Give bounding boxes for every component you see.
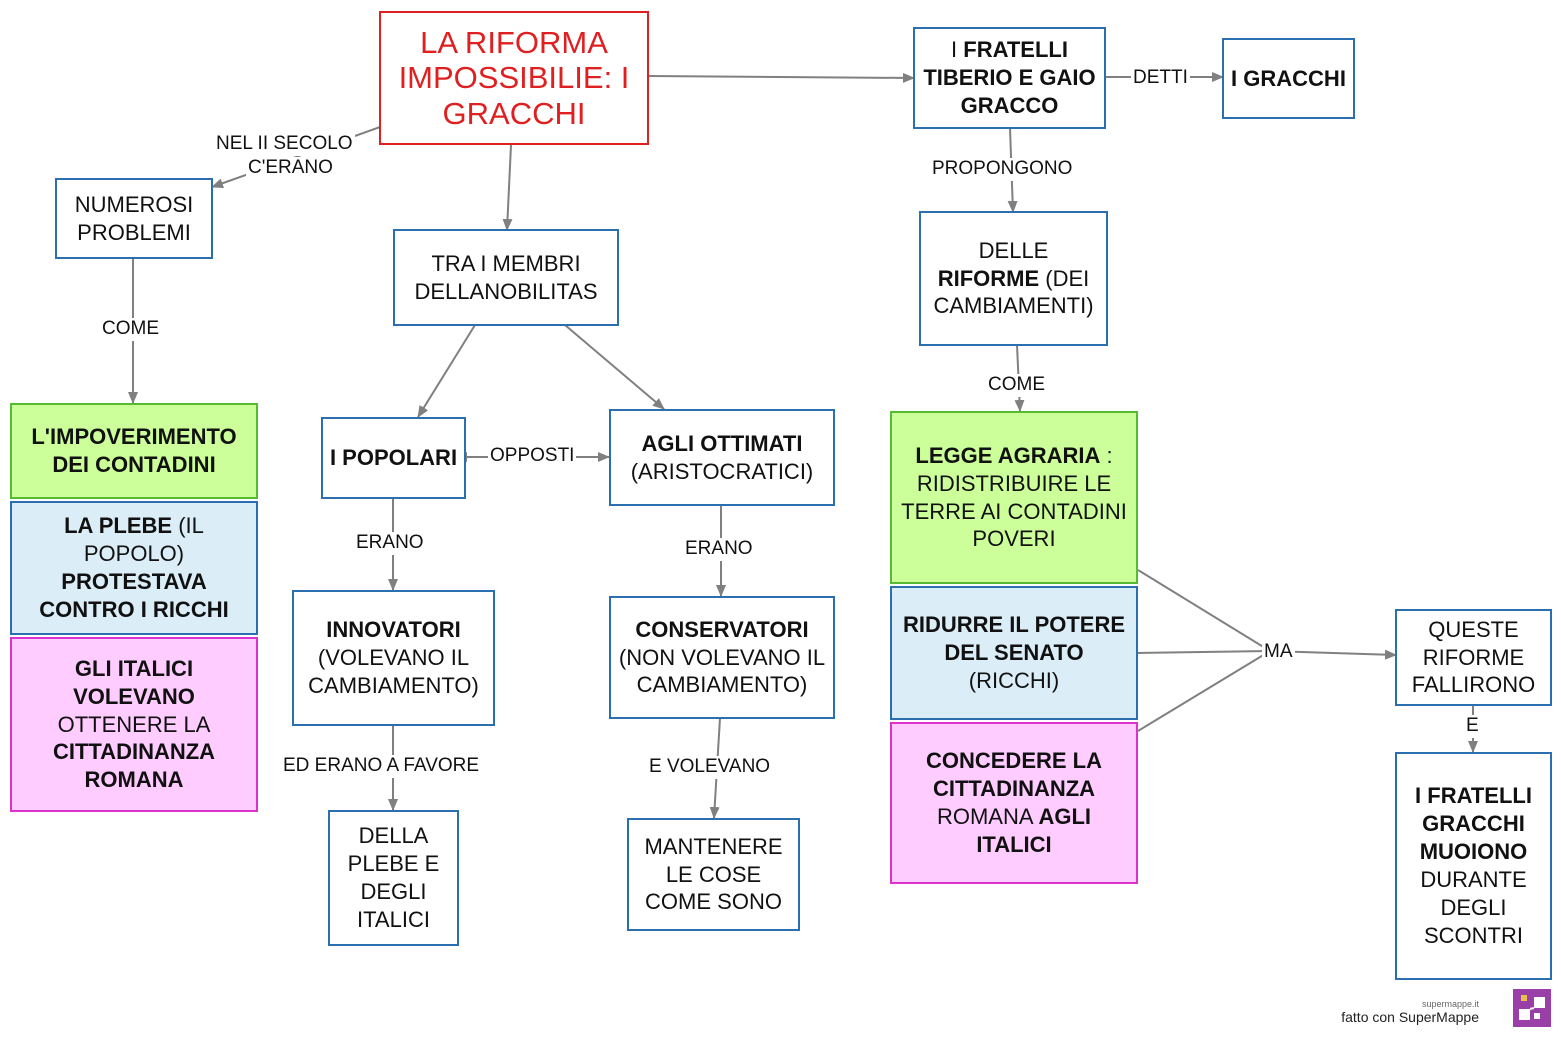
node-i-gracchi[interactable]: I GRACCHI bbox=[1222, 38, 1355, 119]
node-innovatori[interactable]: INNOVATORI (VOLEVANO IL CAMBIAMENTO) bbox=[292, 590, 495, 726]
node-italici-cittadinanza[interactable]: GLI ITALICI VOLEVANO OTTENERE LA CITTADI… bbox=[10, 637, 258, 812]
edge-membri-popolari bbox=[417, 324, 476, 418]
node-legge-agraria[interactable]: LEGGE AGRARIA : RIDISTRIBUIRE LE TERRE A… bbox=[890, 411, 1138, 584]
node-fratelli-tiberio-gaio[interactable]: I FRATELLI TIBERIO E GAIO GRACCO bbox=[913, 27, 1106, 129]
link-label-erano-1: ERANO bbox=[354, 532, 426, 555]
node-impoverimento-contadini[interactable]: L'IMPOVERIMENTO DEI CONTADINI bbox=[10, 403, 258, 499]
link-label-favore: ED ERANO A FAVORE bbox=[281, 755, 482, 778]
node-concedere-cittadinanza[interactable]: CONCEDERE LA CITTADINANZA ROMANA AGLI IT… bbox=[890, 722, 1138, 884]
link-label-cerano: C'ERANO bbox=[246, 157, 335, 180]
node-tra-i-membri[interactable]: TRA I MEMBRI DELLANOBILITAS bbox=[393, 229, 619, 326]
edge-senato-ma bbox=[1137, 650, 1271, 654]
link-label-ma: MA bbox=[1262, 641, 1295, 664]
link-label-come-1: COME bbox=[100, 318, 161, 341]
node-conservatori[interactable]: CONSERVATORI (NON VOLEVANO IL CAMBIAMENT… bbox=[609, 596, 835, 719]
edge-cittadinanza-ma bbox=[1137, 650, 1271, 732]
node-i-popolari[interactable]: I POPOLARI bbox=[321, 417, 466, 499]
edge-legge-ma bbox=[1137, 569, 1271, 652]
edge-membri-ottimati bbox=[564, 324, 665, 410]
footer-site: supermappe.it bbox=[1421, 999, 1479, 1009]
footer-credit-text: fatto con SuperMappe bbox=[1341, 1009, 1479, 1025]
link-label-volevano: E VOLEVANO bbox=[647, 756, 773, 779]
link-label-detti: DETTI bbox=[1131, 67, 1190, 90]
link-label-opposti: OPPOSTI bbox=[488, 445, 577, 468]
link-label-e: E bbox=[1464, 715, 1481, 738]
node-riforme-fallirono[interactable]: QUESTE RIFORME FALLIRONO bbox=[1395, 609, 1552, 706]
node-numerosi-problemi[interactable]: NUMEROSI PROBLEMI bbox=[55, 178, 213, 259]
node-title[interactable]: LA RIFORMA IMPOSSIBILIE: I GRACCHI bbox=[379, 11, 649, 145]
edge-title-fratelli bbox=[647, 72, 915, 83]
edge-title-membri bbox=[502, 144, 513, 231]
node-agli-ottimati[interactable]: AGLI OTTIMATI (ARISTOCRATICI) bbox=[609, 409, 835, 506]
link-label-propongono: PROPONGONO bbox=[930, 158, 1075, 181]
node-delle-riforme[interactable]: DELLE RIFORME (DEI CAMBIAMENTI) bbox=[919, 211, 1108, 346]
node-ridurre-senato[interactable]: RIDURRE IL POTERE DEL SENATO (RICCHI) bbox=[890, 586, 1138, 720]
node-plebe-italici[interactable]: DELLA PLEBE E DEGLI ITALICI bbox=[328, 810, 459, 946]
link-label-erano-2: ERANO bbox=[683, 538, 755, 561]
node-plebe-protestava[interactable]: LA PLEBE (IL POPOLO) PROTESTAVA CONTRO I… bbox=[10, 501, 258, 635]
node-mantenere-cose[interactable]: MANTENERE LE COSE COME SONO bbox=[627, 818, 800, 931]
link-label-come-2: COME bbox=[986, 374, 1047, 397]
supermappe-logo-icon bbox=[1513, 989, 1551, 1027]
node-fratelli-muoiono[interactable]: I FRATELLI GRACCHI MUOIONO DURANTE DEGLI… bbox=[1395, 752, 1552, 980]
link-label-secolo: NEL II SECOLO bbox=[214, 133, 355, 156]
footer-credit[interactable]: supermappe.it fatto con SuperMappe bbox=[1341, 999, 1479, 1026]
